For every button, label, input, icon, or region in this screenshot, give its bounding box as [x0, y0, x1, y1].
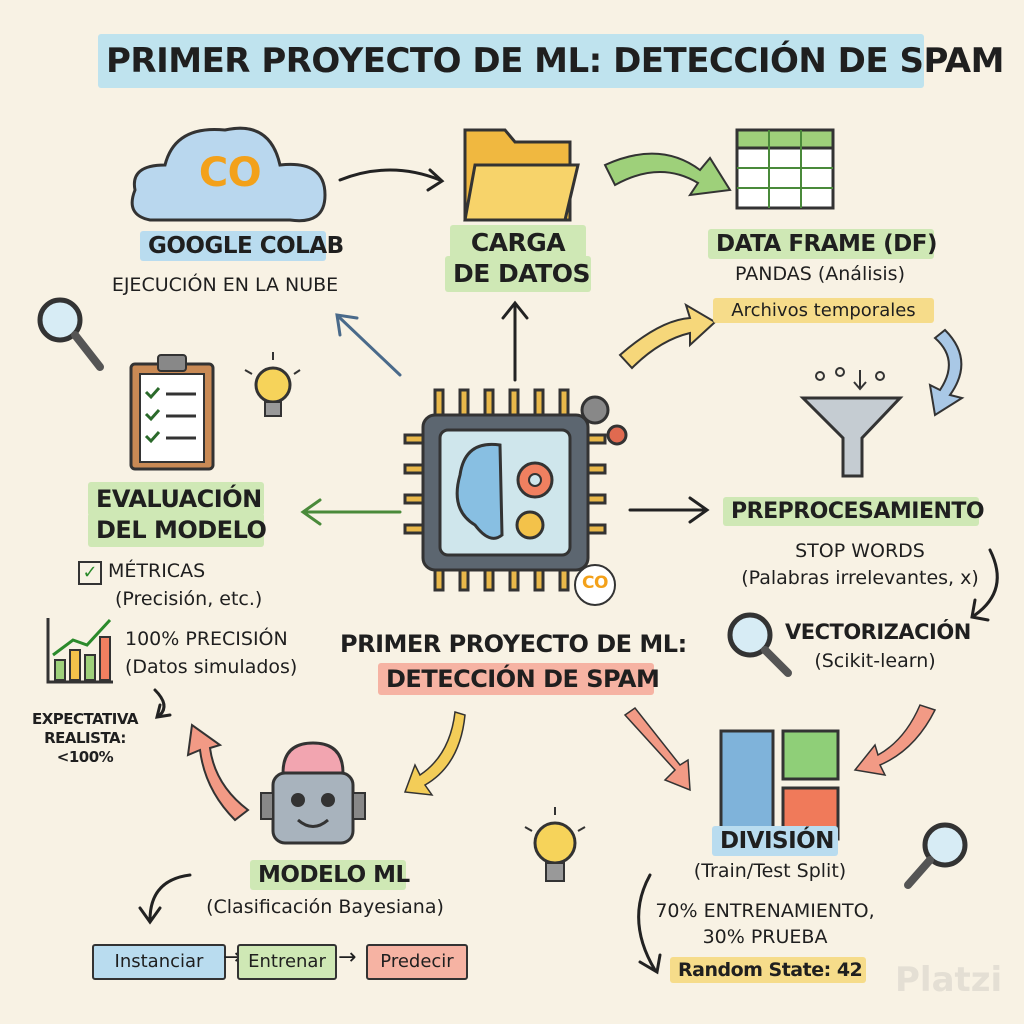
- arrow-to-expectativa: [153, 688, 166, 717]
- expectativa-line3: <100%: [56, 748, 114, 766]
- arrow-vectorizacion-to-division: [853, 704, 937, 776]
- robot-icon: [260, 741, 366, 845]
- metricas: MÉTRICAS: [108, 560, 206, 582]
- stop-words: STOP WORDS: [795, 540, 925, 562]
- modelo-subtitle: (Clasificación Bayesiana): [206, 896, 444, 918]
- checkbox-checked-icon: ✓: [78, 561, 102, 585]
- magnifier-icon: [727, 612, 792, 677]
- center-title-line2: DETECCIÓN DE SPAM: [378, 663, 660, 695]
- evaluacion-line1: EVALUACIÓN: [88, 482, 264, 516]
- evaluacion-line2: DEL MODELO: [88, 513, 267, 547]
- df-subtitle: PANDAS (Análisis): [735, 263, 905, 285]
- expectativa-line1: EXPECTATIVA: [31, 710, 139, 728]
- step-entrenar-button[interactable]: Entrenar: [237, 944, 337, 980]
- carga-line2: DE DATOS: [445, 256, 591, 292]
- expectativa-line2: REALISTA:: [44, 729, 126, 747]
- table-icon: [735, 128, 835, 210]
- division-subtitle: (Train/Test Split): [693, 860, 847, 882]
- arrow-carga-to-df: [603, 152, 732, 197]
- carga-line1: CARGA: [450, 225, 586, 261]
- arrow-df-to-preprocesamiento: [928, 328, 965, 417]
- vectorizacion: VECTORIZACIÓN: [785, 620, 971, 644]
- df-title: DATA FRAME (DF): [708, 229, 937, 259]
- df-note: Archivos temporales: [713, 298, 934, 323]
- magnifier-icon: [37, 297, 104, 371]
- arrow-to-random-state: [637, 873, 657, 972]
- clipboard-icon: [129, 354, 215, 471]
- funnel-icon: [799, 367, 904, 478]
- arrow-colab-to-carga: [338, 168, 442, 182]
- folder-icon: [463, 128, 580, 222]
- arrow-center-to-modelo: [403, 711, 466, 796]
- vectorizacion-detail: (Scikit-learn): [814, 650, 936, 672]
- ai-chip-icon: [403, 388, 628, 606]
- arrow-center-to-df: [618, 302, 717, 370]
- arrow-modelo-to-evaluacion: [186, 723, 250, 822]
- colab-title: GOOGLE COLAB: [140, 231, 344, 261]
- lightbulb-icon: [524, 807, 586, 882]
- arrow-to-colab: [338, 316, 402, 377]
- step-arrow: →: [338, 945, 357, 970]
- step-instanciar-button[interactable]: Instanciar: [92, 944, 226, 980]
- stop-words-detail: (Palabras irrelevantes, x): [741, 567, 979, 589]
- lightbulb-icon: [244, 352, 301, 417]
- split-test: 30% PRUEBA: [702, 926, 828, 948]
- cloud-icon: [130, 126, 327, 223]
- metricas-detail: (Precisión, etc.): [115, 588, 263, 610]
- step-predecir-button[interactable]: Predecir: [366, 944, 468, 980]
- preprocesamiento-title: PREPROCESAMIENTO: [723, 497, 985, 526]
- step-arrow: →: [223, 945, 242, 970]
- page-title: PRIMER PROYECTO DE ML: DETECCIÓN DE SPAM: [98, 34, 1004, 88]
- arrow-to-vectorizacion: [973, 548, 999, 617]
- platzi-watermark: Platzi: [895, 960, 1003, 1000]
- colab-badge: CO: [582, 573, 608, 593]
- split-train: 70% ENTRENAMIENTO,: [655, 900, 875, 922]
- bar-chart-icon: [46, 618, 113, 684]
- arrow-to-instanciar: [148, 873, 192, 922]
- random-state: Random State: 42: [670, 957, 866, 983]
- division-title: DIVISIÓN: [712, 826, 838, 856]
- precision: 100% PRECISIÓN: [125, 628, 288, 650]
- arrow-center-to-division: [623, 706, 691, 792]
- precision-detail: (Datos simulados): [125, 656, 298, 678]
- modelo-title: MODELO ML: [250, 860, 410, 890]
- colab-logo: CO: [198, 150, 262, 196]
- center-title-line1: PRIMER PROYECTO DE ML:: [340, 630, 687, 658]
- colab-subtitle: EJECUCIÓN EN LA NUBE: [111, 274, 339, 296]
- magnifier-icon: [904, 822, 968, 889]
